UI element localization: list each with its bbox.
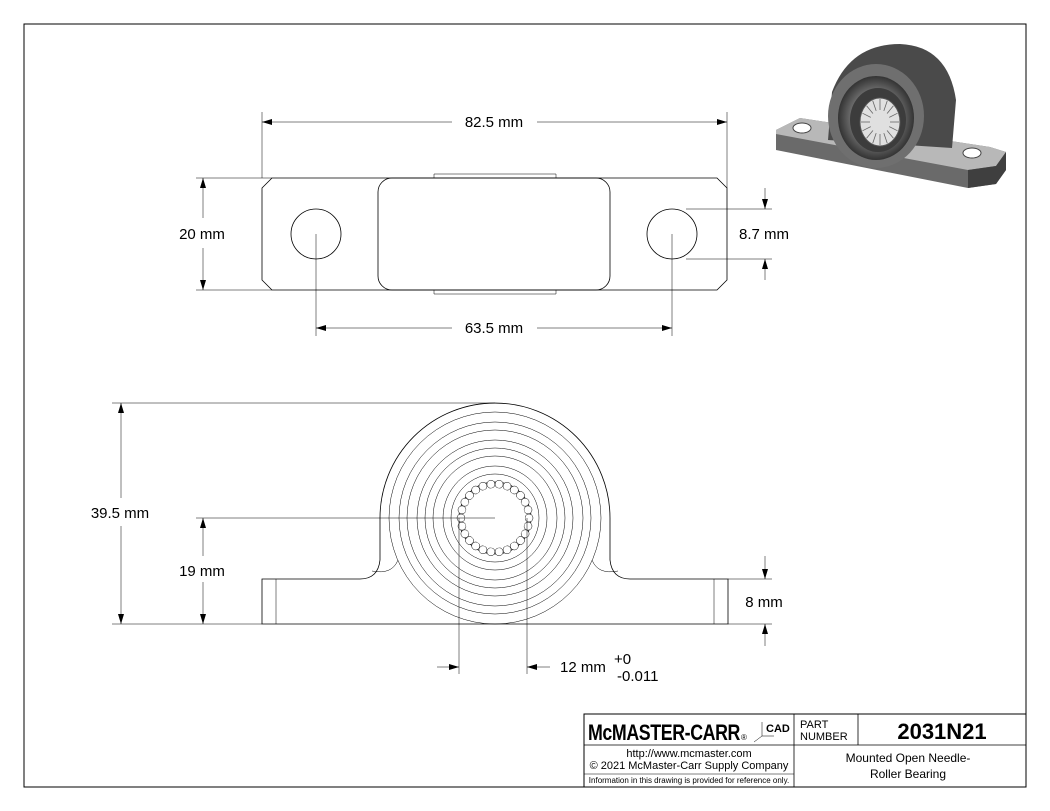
top-view-base-outline [261, 177, 728, 291]
dim-hole-spacing: 63.5 mm [465, 320, 523, 337]
dim-bore: 12 mm [560, 659, 606, 676]
part-number-label-1: PART [800, 719, 829, 731]
dim-hole-diameter: 8.7 mm [739, 226, 789, 243]
dim-bore-tol-lower: -0.011 [617, 668, 658, 685]
cad-icon [753, 722, 774, 743]
dim-top-width: 20 mm [179, 226, 225, 243]
cad-label: CAD [766, 723, 790, 735]
top-view-housing [377, 177, 611, 291]
part-number: 2031N21 [897, 719, 986, 744]
website-url: http://www.mcmaster.com [626, 748, 751, 760]
dim-base-thickness: 8 mm [745, 594, 783, 611]
disclaimer: Information in this drawing is provided … [589, 776, 789, 785]
isometric-view [776, 44, 1006, 188]
copyright: © 2021 McMaster-Carr Supply Company [590, 760, 789, 772]
dim-top-length: 82.5 mm [465, 114, 523, 131]
title-block: McMASTER-CARR ® CAD PART NUMBER 2031N21 … [583, 713, 1027, 788]
dim-overall-height: 39.5 mm [91, 505, 149, 522]
sheet-border [23, 23, 1027, 788]
description-line-1: Mounted Open Needle- [846, 751, 971, 765]
front-view-housing-outline [261, 402, 729, 625]
dim-center-height: 19 mm [179, 563, 225, 580]
description-line-2: Roller Bearing [870, 767, 946, 781]
brand-logo: McMASTER-CARR [588, 720, 740, 745]
front-view: 39.5 mm 19 mm 8 mm 12 mm +0 -0.011 [91, 402, 783, 685]
dim-bore-tol-upper: +0 [614, 651, 631, 668]
part-number-label-2: NUMBER [800, 731, 848, 743]
top-view: 82.5 mm 20 mm 8.7 mm 63.5 mm [179, 112, 789, 337]
registered-mark: ® [741, 733, 747, 742]
